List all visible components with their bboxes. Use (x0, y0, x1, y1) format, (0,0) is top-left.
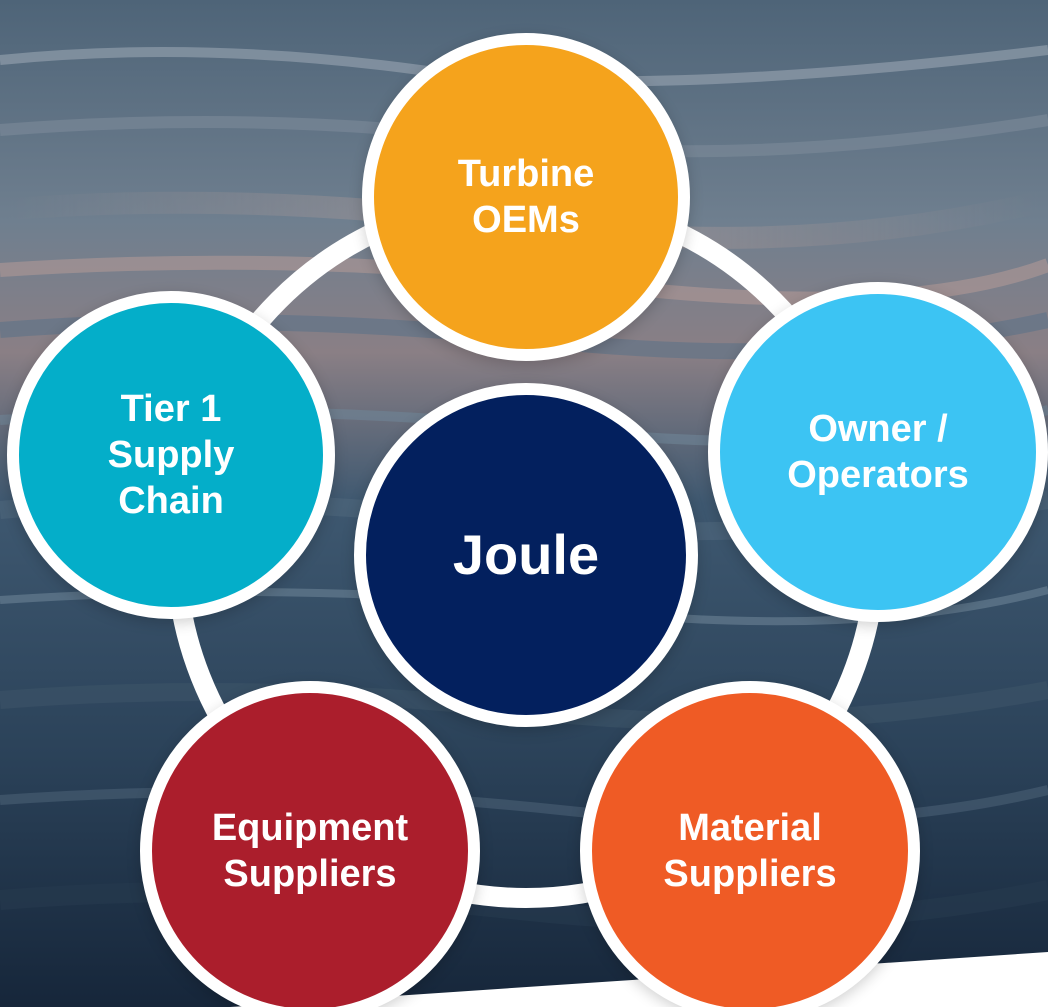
node-tier1-supply-chain: Tier 1 Supply Chain (7, 291, 335, 619)
node-label-owner-operators: Owner / Operators (787, 408, 969, 496)
node-center-joule: Joule (354, 383, 698, 727)
node-turbine-oems: Turbine OEMs (362, 33, 690, 361)
center-label: Joule (452, 523, 600, 586)
node-label-turbine-oems: Turbine OEMs (457, 153, 595, 241)
node-label-tier1-supply-chain: Tier 1 Supply Chain (107, 388, 235, 522)
node-material-suppliers: Material Suppliers (580, 681, 920, 1007)
node-label-equipment-suppliers: Equipment Suppliers (211, 807, 409, 895)
node-owner-operators: Owner / Operators (708, 282, 1048, 622)
node-label-material-suppliers: Material Suppliers (663, 807, 837, 895)
node-equipment-suppliers: Equipment Suppliers (140, 681, 480, 1007)
